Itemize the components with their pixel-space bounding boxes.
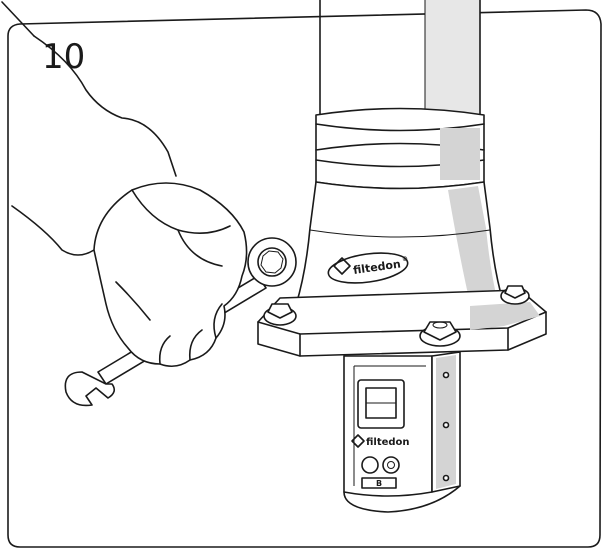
lower-housing: B bbox=[343, 351, 461, 513]
bolt-front bbox=[419, 321, 461, 347]
step-number: 10 bbox=[42, 37, 85, 77]
reset-button bbox=[382, 456, 400, 474]
frame-border bbox=[7, 9, 602, 548]
hand bbox=[11, 35, 248, 368]
brand-name-housing: filtedon bbox=[366, 437, 410, 448]
frame-corner-cut bbox=[1, 1, 35, 37]
power-switch bbox=[357, 379, 405, 429]
indicator-light bbox=[361, 456, 379, 474]
rating-plate bbox=[361, 477, 397, 489]
bolt-back-right bbox=[500, 285, 530, 305]
base-flange bbox=[257, 285, 547, 357]
bolt-left bbox=[263, 303, 297, 326]
brand-logo-housing: filtedon bbox=[351, 434, 410, 448]
rating-plate-code: B bbox=[376, 479, 382, 488]
brand-mark-body: ® bbox=[402, 256, 408, 263]
column bbox=[295, 0, 505, 306]
brand-logo-body: filtedon ® bbox=[327, 252, 409, 284]
